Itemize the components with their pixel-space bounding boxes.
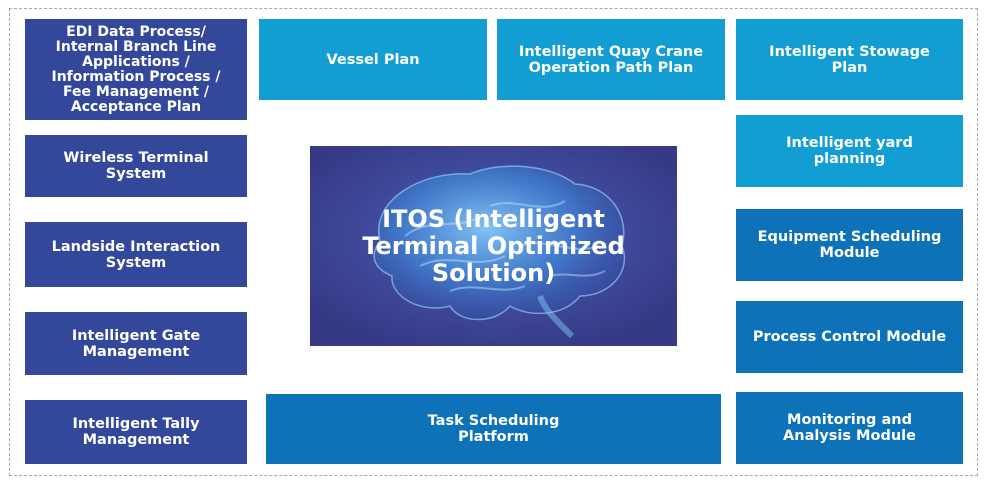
monitoring-analysis-module-box: Monitoring and Analysis Module (736, 392, 963, 464)
process-control-module-box: Process Control Module (736, 301, 963, 373)
intelligent-stowage-plan-box: Intelligent Stowage Plan (736, 19, 963, 100)
itos-center-panel: ITOS (Intelligent Terminal Optimized Sol… (310, 146, 677, 346)
task-scheduling-platform-box: Task Scheduling Platform (266, 394, 721, 464)
quay-crane-path-plan-box: Intelligent Quay Crane Operation Path Pl… (497, 19, 725, 100)
intelligent-tally-management-box: Intelligent Tally Management (25, 400, 247, 464)
landside-interaction-system-box: Landside Interaction System (25, 222, 247, 287)
brain-icon (310, 146, 677, 346)
intelligent-yard-planning-box: Intelligent yard planning (736, 115, 963, 187)
diagram-frame (9, 8, 978, 476)
wireless-terminal-system-box: Wireless Terminal System (25, 135, 247, 197)
intelligent-gate-management-box: Intelligent Gate Management (25, 312, 247, 375)
equipment-scheduling-module-box: Equipment Scheduling Module (736, 209, 963, 281)
edi-data-process-box: EDI Data Process/ Internal Branch Line A… (25, 19, 247, 120)
itos-title: ITOS (Intelligent Terminal Optimized Sol… (362, 205, 625, 287)
vessel-plan-box: Vessel Plan (259, 19, 487, 100)
